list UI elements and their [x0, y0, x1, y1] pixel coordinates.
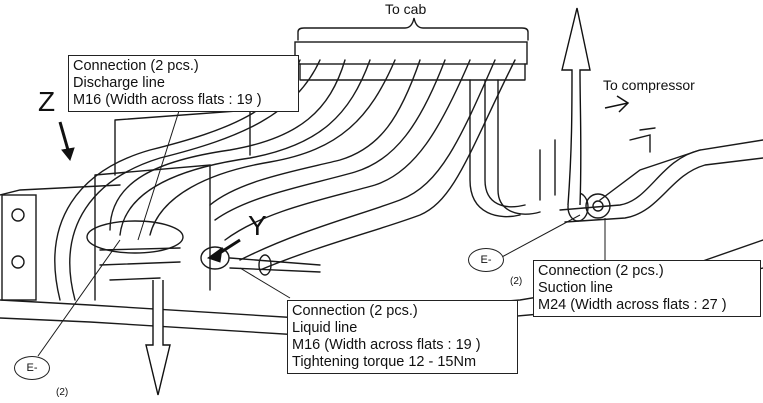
z-arrow [58, 121, 70, 151]
liquid-callout-line1: Connection (2 pcs.) [292, 303, 418, 319]
discharge-highlight [86, 220, 184, 254]
discharge-callout-line3: M16 (Width across flats : 19 ) [73, 92, 262, 108]
e-marker-left-text: E- [26, 362, 38, 374]
evaporator-unit [94, 109, 251, 301]
suction-callout: Connection (2 pcs.) Suction line M24 (Wi… [533, 260, 761, 317]
liquid-callout-line4: Tightening torque 12 - 15Nm [292, 354, 477, 370]
y-view-label: Y [248, 210, 267, 241]
liquid-callout: Connection (2 pcs.) Liquid line M16 (Wid… [287, 300, 518, 374]
cab-brace [297, 17, 529, 41]
e-marker-left-count: (2) [56, 387, 69, 398]
discharge-callout-line1: Connection (2 pcs.) [73, 58, 199, 74]
discharge-callout: Connection (2 pcs.) Discharge line M16 (… [68, 55, 299, 112]
to-compressor-label: To compressor [603, 77, 695, 93]
to-cab-label: To cab [385, 1, 427, 17]
suction-callout-line1: Connection (2 pcs.) [538, 263, 664, 279]
discharge-leader [137, 91, 186, 241]
liquid-leader [239, 267, 291, 299]
down-arrow-hollow [145, 280, 171, 396]
right-hoses [469, 79, 763, 223]
cab-connector-plate [294, 41, 528, 65]
discharge-callout-line2: Discharge line [73, 75, 165, 91]
e-marker-right-count: (2) [510, 276, 523, 287]
suction-fitting [585, 193, 611, 219]
liquid-line-fitting [200, 246, 321, 276]
e-marker-right: E- [468, 248, 504, 272]
e-marker-right-text: E- [480, 254, 492, 266]
left-bracket [1, 194, 37, 301]
up-arrow-hollow [561, 7, 591, 206]
z-view-label: Z [38, 86, 56, 117]
e-marker-left: E- [14, 356, 50, 380]
suction-callout-line3: M24 (Width across flats : 27 ) [538, 297, 727, 313]
suction-callout-line2: Suction line [538, 280, 613, 296]
liquid-callout-line3: M16 (Width across flats : 19 ) [292, 337, 481, 353]
compressor-arrow [604, 102, 629, 109]
e-left-leader [37, 239, 121, 357]
e-right-leader [499, 214, 581, 259]
liquid-callout-line2: Liquid line [292, 320, 358, 336]
